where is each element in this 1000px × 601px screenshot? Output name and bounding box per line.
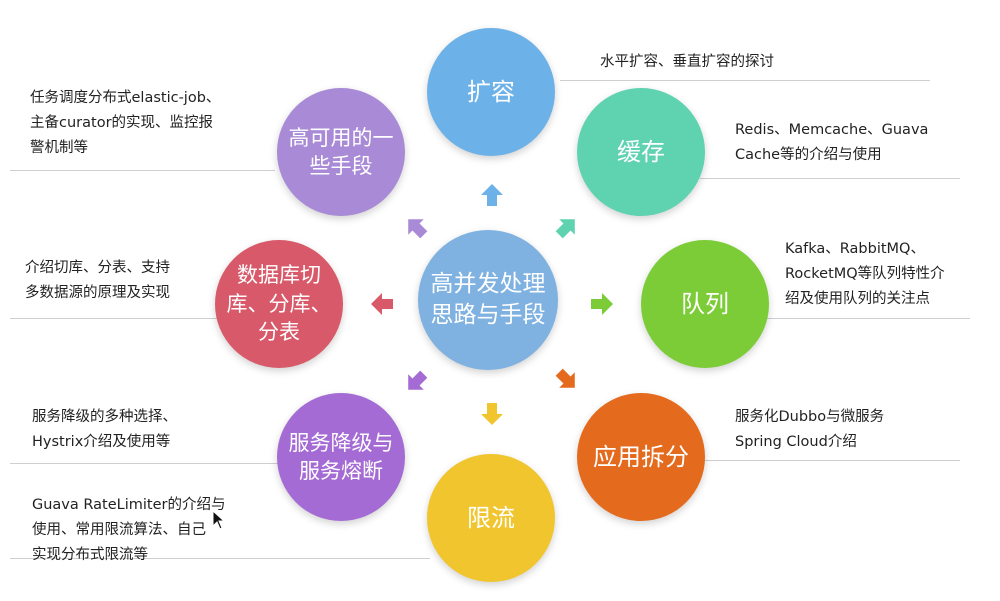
desc-underline-gaokeyong [10, 170, 275, 171]
node-fuwu: 服务降级与 服务熔断 [277, 393, 405, 521]
arrow-down-icon [481, 403, 503, 425]
desc-underline-yingyong [690, 460, 960, 461]
center-node: 高并发处理 思路与手段 [418, 230, 558, 370]
mouse-cursor-icon [212, 510, 226, 530]
desc-fuwu: 服务降级的多种选择、 Hystrix介绍及使用等 [32, 409, 177, 450]
arrow-right-icon [591, 293, 613, 315]
node-duilie-label: 队列 [681, 289, 729, 318]
node-shujuku-label: 数据库切 库、分库、 分表 [226, 263, 332, 345]
desc-underline-kuorong [560, 80, 930, 81]
arrow-left-icon [371, 293, 393, 315]
node-shujuku: 数据库切 库、分库、 分表 [215, 240, 343, 368]
desc-gaokeyong: 任务调度分布式elastic-job、 主备curator的实现、监控报 警机制… [30, 90, 221, 156]
desc-underline-huancun [700, 178, 960, 179]
node-kuorong-label: 扩容 [467, 77, 515, 106]
arrow-down-right-icon [555, 368, 575, 388]
desc-yingyong: 服务化Dubbo与微服务 Spring Cloud介绍 [735, 409, 885, 450]
arrow-up-icon [481, 184, 503, 206]
desc-xianliu: Guava RateLimiter的介绍与 使用、常用限流算法、自己 实现分布式… [32, 497, 226, 563]
node-xianliu: 限流 [427, 454, 555, 582]
node-huancun-label: 缓存 [617, 137, 665, 166]
desc-shujuku: 介绍切库、分表、支持 多数据源的原理及实现 [25, 260, 170, 301]
node-huancun: 缓存 [577, 88, 705, 216]
node-duilie: 队列 [641, 240, 769, 368]
node-gaokeyong-label: 高可用的一 些手段 [288, 125, 394, 178]
desc-underline-xianliu [10, 558, 430, 559]
desc-duilie: Kafka、RabbitMQ、 RocketMQ等队列特性介 绍及使用队列的关注… [785, 241, 945, 307]
desc-underline-fuwu [10, 463, 290, 464]
desc-kuorong: 水平扩容、垂直扩容的探讨 [600, 54, 774, 70]
arrow-down-left-icon [408, 370, 428, 390]
node-yingyong-label: 应用拆分 [593, 442, 689, 471]
desc-underline-shujuku [10, 318, 220, 319]
node-kuorong: 扩容 [427, 28, 555, 156]
node-yingyong: 应用拆分 [577, 393, 705, 521]
node-fuwu-label: 服务降级与 服务熔断 [288, 430, 394, 483]
desc-huancun: Redis、Memcache、Guava Cache等的介绍与使用 [735, 122, 929, 163]
arrow-up-left-icon [408, 219, 428, 239]
center-node-label: 高并发处理 思路与手段 [430, 270, 546, 328]
node-xianliu-label: 限流 [467, 503, 515, 532]
node-gaokeyong: 高可用的一 些手段 [277, 88, 405, 216]
arrow-up-right-icon [555, 219, 575, 239]
desc-underline-duilie [760, 318, 970, 319]
